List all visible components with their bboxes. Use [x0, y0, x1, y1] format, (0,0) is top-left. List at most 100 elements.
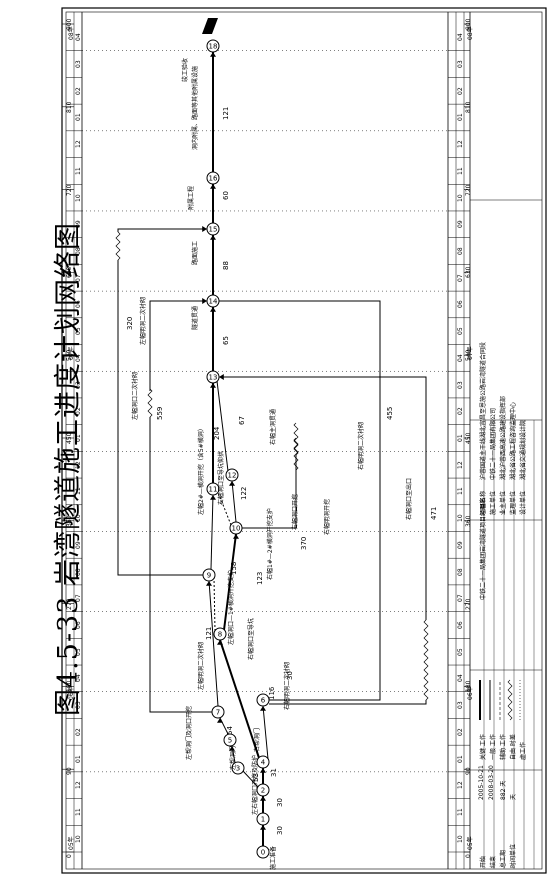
arrow-head — [206, 581, 212, 586]
activity-label: 右幅明洞二次衬砌 — [284, 661, 291, 710]
node-number: 6 — [261, 697, 266, 705]
activity-arrow — [117, 260, 203, 576]
info-supervisor-label: 监理单位 — [510, 490, 517, 515]
legend-finish-label: 结束 — [490, 855, 497, 868]
month-label-left: 09 — [75, 220, 82, 229]
legend-total-label: 总工期 — [500, 849, 507, 868]
legend-key-work: 关键 工作 — [480, 734, 487, 760]
activity-arrow — [149, 300, 207, 391]
activity-label: 右幅主洞贯通 — [270, 408, 277, 445]
arrow-head — [202, 226, 207, 232]
year-label-right: 08年 — [467, 26, 474, 40]
month-label-right: 11 — [457, 167, 464, 175]
day-mark-right: 630 — [465, 266, 472, 279]
month-label-right: 01 — [457, 113, 464, 122]
year-label-right: 06年 — [467, 686, 474, 700]
activity-duration: 30 — [276, 798, 284, 807]
day-mark-left: 270 — [66, 598, 73, 610]
arrow-head — [217, 640, 223, 645]
node-number: 10 — [232, 525, 241, 533]
month-label-left: 06 — [75, 300, 82, 309]
activity-duration: 60 — [222, 191, 230, 200]
month-label-left: 05 — [75, 327, 82, 336]
month-label-left: 11 — [75, 808, 82, 816]
day-mark-left: 810 — [66, 101, 73, 113]
critical-arrow — [223, 533, 237, 631]
critical-arrow — [219, 639, 260, 759]
activity-duration: 559 — [156, 406, 164, 420]
float-wave — [293, 437, 299, 471]
node-number: 4 — [261, 759, 266, 767]
activity-label: 路面施工 — [192, 240, 199, 265]
activity-duration: 370 — [300, 536, 308, 550]
day-mark-right: 810 — [465, 101, 472, 113]
month-label-left: 01 — [75, 434, 82, 442]
month-label-left: 08 — [75, 567, 82, 576]
activity-duration: 121 — [222, 106, 230, 120]
arrow-head — [210, 307, 216, 312]
node-number: 2 — [261, 787, 265, 795]
month-label-right: 04 — [457, 674, 464, 683]
month-label-right: 07 — [457, 594, 464, 603]
node-circle — [256, 812, 270, 826]
month-label-right: 09 — [457, 541, 464, 549]
month-label-left: 10 — [75, 193, 82, 202]
info-supervisor: 湖北省公路工程咨询监理中心 — [510, 401, 517, 480]
node-number: 11 — [209, 486, 218, 494]
arrow-head — [260, 825, 266, 830]
day-mark-right: 720 — [465, 184, 472, 196]
activity-label: 左幅洞口—1#横洞开挖支护 — [228, 570, 235, 645]
node-circle — [256, 845, 270, 859]
arrow-head — [229, 481, 235, 486]
legend-unit-value: 天 — [510, 793, 517, 800]
month-label-left: 07 — [75, 594, 82, 603]
activity-label: 右幅洞口至出口 — [406, 477, 413, 520]
month-label-right: 07 — [457, 274, 464, 282]
float-wave — [147, 388, 153, 418]
node-circle — [206, 222, 220, 236]
inner-frame — [65, 11, 543, 870]
month-label-right: 12 — [457, 461, 464, 469]
activity-label: 左幅明洞二次衬砌 — [140, 296, 147, 345]
month-label-left: 12 — [75, 781, 82, 790]
node-circle — [211, 705, 225, 719]
month-label-right: 10 — [457, 193, 464, 202]
activity-duration: 31 — [270, 768, 278, 777]
month-label-left: 04 — [75, 674, 82, 683]
month-label-left: 04 — [75, 354, 82, 362]
activity-duration: 455 — [386, 406, 394, 420]
month-label-right: 02 — [457, 87, 464, 95]
activity-duration: 65 — [222, 336, 230, 345]
legend-aux-work: 辅助 工作 — [500, 734, 507, 760]
node-number: 7 — [216, 709, 220, 717]
activity-label: 左幅明洞二次衬砌 — [198, 641, 205, 690]
arrow-head — [210, 184, 216, 189]
day-mark-left: 450 — [66, 432, 73, 444]
info-project-name-label: 项目名称 — [480, 490, 487, 515]
activity-label: 右幅洞口开挖 — [292, 493, 299, 530]
activity-label: 左帮洞门及洞口开挖 — [186, 705, 193, 760]
month-label-left: 06 — [75, 621, 82, 629]
activity-arrow — [210, 494, 214, 570]
info-builder: 中铁二十一局集团有限公司 — [490, 407, 497, 480]
node-circle — [206, 370, 220, 384]
activity-arrow — [219, 376, 427, 620]
year-label-left: 07年 — [68, 346, 75, 360]
arrow-head — [210, 495, 216, 500]
year-label-right: 07年 — [467, 346, 474, 360]
info-designer: 湖北省交通规划设计院 — [520, 419, 527, 480]
activity-duration: 320 — [126, 316, 134, 330]
activity-label: 右幅明洞二次衬砌 — [358, 421, 365, 470]
legend-normal-work: 一般 工作 — [490, 734, 497, 760]
end-flag-icon — [202, 18, 218, 34]
month-label-left: 02 — [75, 728, 82, 736]
node-circle — [256, 755, 270, 769]
arrow-head — [210, 52, 216, 57]
node-circle — [256, 693, 270, 707]
activity-duration: 88 — [222, 261, 230, 270]
month-label-right: 03 — [457, 380, 464, 389]
info-owner: 湖北沪蓉西高速公路建设指挥部 — [500, 395, 507, 480]
node-number: 0 — [261, 849, 265, 857]
arrow-head — [219, 374, 224, 380]
activity-duration: 30 — [276, 826, 284, 835]
